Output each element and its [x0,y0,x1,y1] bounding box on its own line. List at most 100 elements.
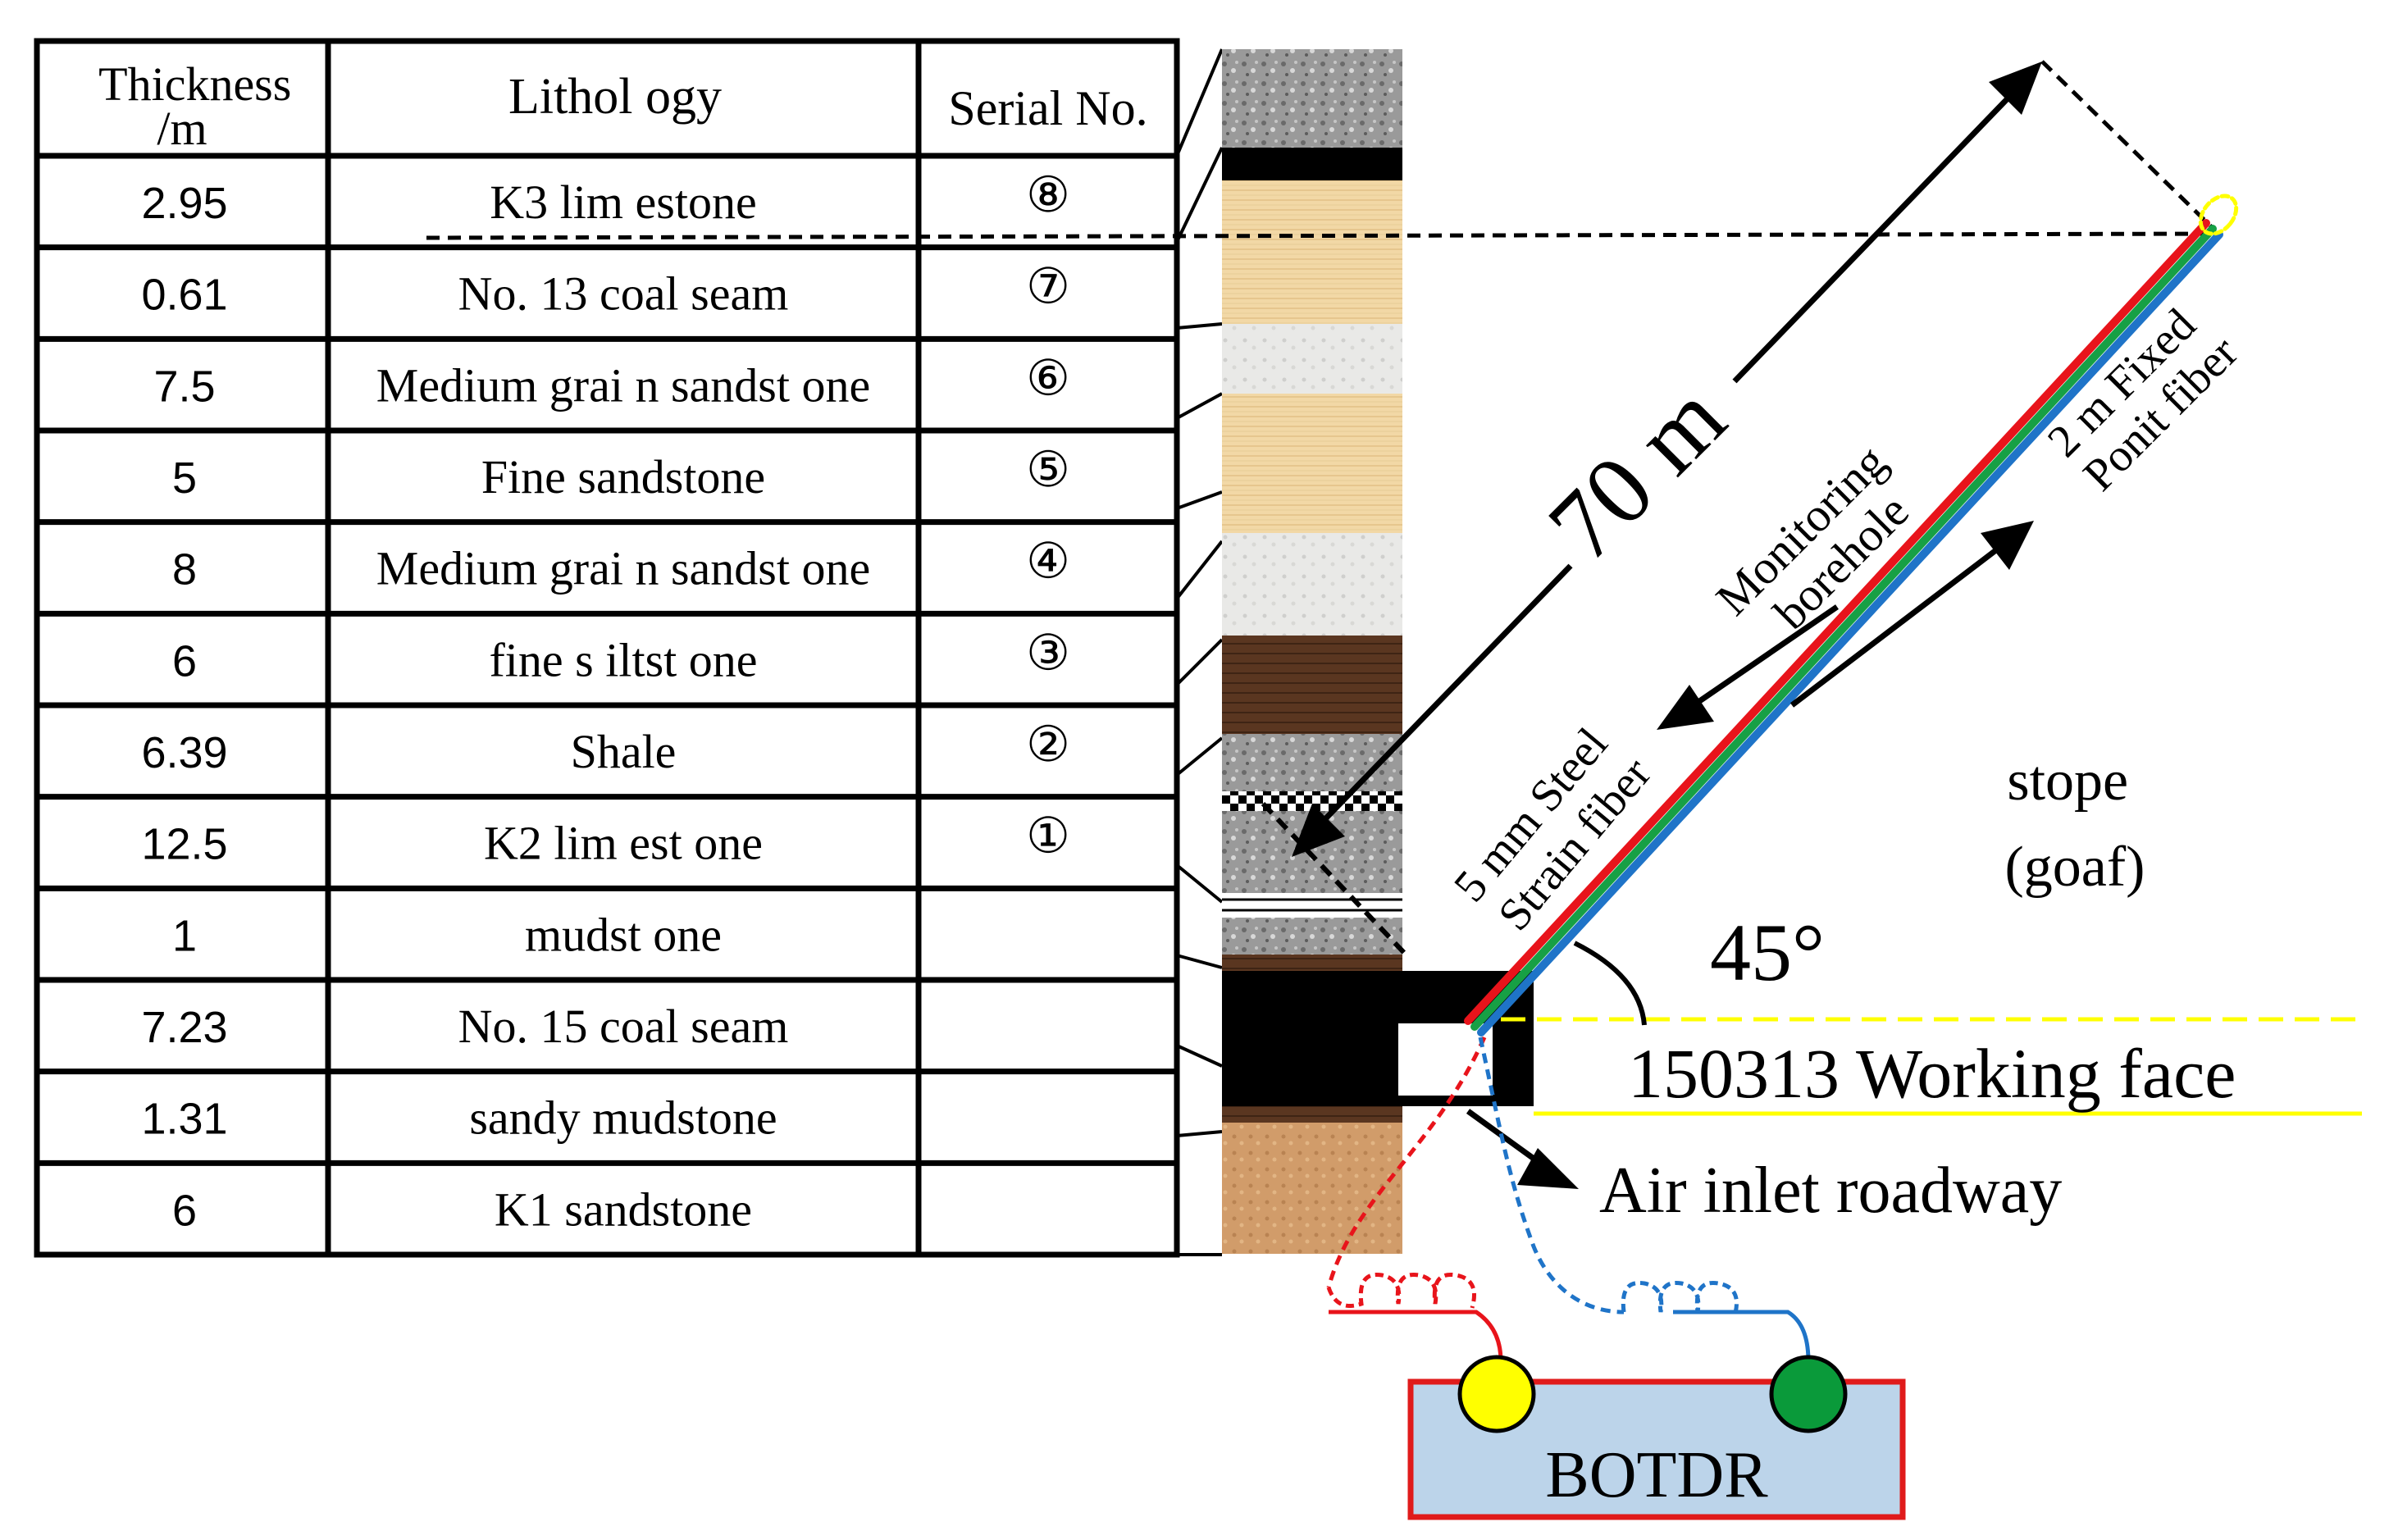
table-row: 6.39 Shale ② [141,718,1069,778]
table-row: 6 fine s iltst one ③ [172,626,1070,686]
stratum-sandy-mudstone [1222,1106,1402,1123]
serial-cell: ② [1026,718,1070,772]
thickness-cell: 2.95 [141,179,227,228]
blue-fiber [1477,230,2223,1037]
stratum-k1-sandstone [1222,1123,1402,1254]
lithology-cell: Fine sandstone [481,450,765,503]
table-row: 7.23 No. 15 coal seam [141,1000,788,1053]
fixed-fiber-arrowhead [1981,521,2034,570]
stratum-light-band [1222,324,1402,394]
thickness-cell: 1 [172,911,197,960]
borehole-arrowhead [1657,685,1714,730]
serial-cell: ③ [1026,626,1070,680]
table-row: 2.95 K3 lim estone ⑧ [141,168,1069,229]
lithology-cell: sandy mudstone [469,1091,777,1145]
length-arrow-lower [1314,563,1573,831]
lithology-cell: No. 13 coal seam [458,267,789,321]
table-row: 6 K1 sandstone [172,1182,752,1236]
thickness-cell: 12.5 [141,820,227,869]
lithology-cell: fine s iltst one [489,633,757,686]
arrows [1292,62,2042,1189]
working-face-label: 150313 Working face [1628,1034,2236,1113]
table-row: 12.5 K2 lim est one ① [141,809,1069,870]
borehole-end-marker [2198,194,2239,236]
green-port [1769,1355,1848,1433]
thickness-cell: 1.31 [141,1095,227,1144]
air-inlet-roadway-opening [1398,1023,1493,1096]
serial-cell: ⑤ [1026,443,1070,497]
lithology-cell: Medium grai n sandst one [376,542,870,595]
stratum-mudstone-lines [1222,893,1402,918]
table-row: 1.31 sandy mudstone [141,1091,777,1145]
thickness-cell: 8 [172,545,197,595]
k2-dashed-line [1261,801,1409,958]
blue-cable-dashed [1478,1037,1625,1314]
angle-label: 45° [1710,907,1825,998]
lithology-cell: Medium grai n sandst one [376,358,870,412]
arrowhead-bottom [1292,804,1345,857]
lithology-cell: K1 sandstone [495,1182,752,1236]
header-lithology: Lithol ogy [508,69,722,125]
stratum-k3-limestone [1222,49,1402,148]
red-cable-coil [1326,1272,1476,1309]
steel-fiber-label: 5 mm Steel Strain fiber [1444,709,1665,945]
lithology-cell: K3 lim estone [490,175,756,229]
strata-column [1222,49,1534,1254]
stratum-medium-sandstone-6 [1222,180,1402,324]
red-fiber [1464,219,2210,1025]
stratum-shale [1222,734,1402,791]
air-inlet-arrowhead [1517,1148,1579,1189]
thickness-cell: 6.39 [141,728,227,777]
thickness-cell: 6 [172,636,197,686]
thickness-cell: 6 [172,1186,197,1235]
stope-label: stope (goaf) [2004,749,2145,899]
serial-cell: ① [1026,809,1070,863]
stratum-medium-sandstone-4 [1222,533,1402,636]
reference-lines [426,60,2362,1116]
stratum-fine-sandstone [1222,394,1402,533]
table-row: 1 mudst one [172,908,722,961]
blue-cable-solid [1673,1310,1811,1362]
top-dashed-line [2040,60,2216,231]
thickness-cell: 5 [172,453,197,503]
botdr-instrument: BOTDR [1407,1355,1906,1520]
cables [1326,1036,1811,1362]
length-arrow-upper [1732,94,2012,384]
borehole-arrow [1692,604,1839,708]
length-label: 70 m [1527,362,1745,581]
blue-cable-coil [1621,1280,1739,1317]
table-row: 5 Fine sandstone ⑤ [172,443,1070,503]
thickness-cell: 7.23 [141,1003,227,1052]
borehole-fibers [1464,194,2239,1037]
lithology-cell: Shale [571,725,677,778]
serial-cell: ④ [1026,535,1070,589]
fixed-fiber-arrow [1789,547,1999,708]
air-inlet-label: Air inlet roadway [1599,1155,2062,1227]
table-row: 8 Medium grai n sandst one ④ [172,535,1070,595]
thickness-cell: 7.5 [153,362,215,411]
red-cable-solid [1329,1310,1503,1362]
yellow-port [1457,1355,1536,1433]
diagram-labels: 70 m Monitoring borehole 2 m Fixed Ponit… [1444,299,2248,1227]
air-inlet-arrow [1466,1109,1544,1167]
header-serial: Serial No. [948,81,1147,135]
table-header: Thickness /m Lithol ogy Serial No. [98,57,1147,155]
lithology-cell: No. 15 coal seam [458,1000,789,1053]
arrowhead-top [1989,62,2042,115]
botdr-label: BOTDR [1545,1439,1768,1511]
lithology-cell: K2 lim est one [484,817,763,870]
header-thickness: Thickness /m [98,57,303,155]
lithology-cell: mudst one [525,908,722,961]
stratum-brown-thin [1222,955,1402,971]
angle-arc [1573,941,1647,1026]
serial-cell: ⑧ [1026,168,1070,222]
stratum-mudstone [1222,918,1402,955]
green-fiber [1470,225,2217,1031]
stratum-no13-coal [1222,148,1402,180]
stratum-siltstone [1222,636,1402,734]
serial-cell: ⑥ [1026,351,1070,405]
thickness-cell: 0.61 [141,271,227,320]
